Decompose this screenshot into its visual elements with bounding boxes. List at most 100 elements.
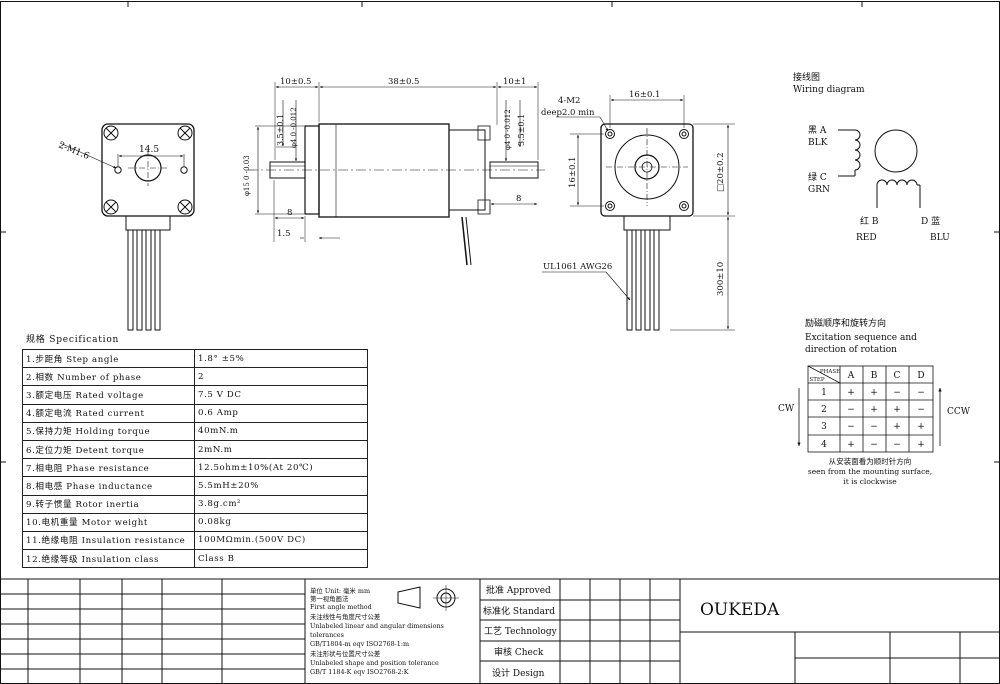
spec-label: 7.相电阻 Phase resistance [22,458,195,478]
spec-value: 0.08kg [194,512,368,532]
wiring-title-en: Wiring diagram [793,85,865,95]
front-leads [127,229,161,331]
title-block-grid [0,578,1000,684]
front-hole-label: 2-M1.6 [57,141,91,162]
rear-top-dim: 16±0.1 [629,90,660,100]
cell-1-a: + [847,388,855,398]
wire-d-en: BLU [930,233,950,243]
step-2: 2 [821,405,827,415]
cell-2-d: − [917,405,925,415]
cell-2-b: + [870,405,878,415]
company-name: OUKEDA [700,600,780,620]
step-3: 3 [821,422,827,432]
side-v1-dim: 3.5±0.1 [276,114,285,146]
excitation-title-en1: Excitation sequence and [805,333,917,343]
spec-label: 5.保持力矩 Holding torque [22,421,195,441]
spec-title: 规格 Specification [26,335,120,345]
side-r1-dim: φ4 0 -0.012 [504,109,512,150]
cell-4-a: + [847,440,855,450]
cell-4-d: + [917,440,925,450]
side-bottom-dim-1-5: 1.5 [277,229,291,239]
cell-3-c: + [893,422,901,432]
rear-holes-label: 4-M2 [558,96,580,106]
cw-label: CW [778,404,795,414]
spec-value: 2 [194,367,368,387]
wire-d-cn: D 蓝 [921,215,940,227]
ccw-label: CCW [947,407,971,417]
side-view [248,82,545,266]
side-v3-dim: φ15 0 -0.03 [243,155,251,196]
side-bottom-dim-8: 8 [287,208,292,218]
spec-label: 12.绝缘等级 Insulation class [22,549,195,569]
wiring-diagram [838,129,921,208]
approval-labels: 批准 Approved 标准化 Standard 工艺 Technology 审… [483,584,558,679]
technology-label: 工艺 Technology [484,626,558,637]
rear-left-dim: 16±0.1 [568,157,578,188]
cell-3-b: − [870,422,878,432]
wire-b-cn: 红 B [860,215,879,227]
standard-label: 标准化 Standard [483,605,555,617]
side-r3-dim: 8 [516,194,521,204]
cell-2-a: − [847,405,855,415]
spec-label: 2.相数 Number of phase [22,367,195,387]
spec-value: Class B [194,549,368,569]
title-block-notes: 单位 Unit: 毫米 mm 第一视角画法 First angle method… [310,586,444,676]
spec-label: 3.额定电压 Rated voltage [22,385,195,405]
front-view [59,123,195,331]
wire-a-en: BLK [808,138,828,148]
spec-value: 5.5mH±20% [194,476,368,496]
spec-label: 1.步距角 Step angle [22,348,195,369]
check-label: 审核 Check [494,646,544,658]
unit-note: 单位 Unit: 毫米 mm [310,586,370,595]
cable-note: UL1061 AWG26 [543,262,612,272]
spec-label: 10.电机重量 Motor weight [22,512,195,532]
step-header: STEP [809,377,824,383]
spec-value: 7.5 V DC [194,385,368,405]
tolerance-standard: GB/T1804-m eqv ISO2768-1:m [310,640,409,648]
rear-depth-label: deep2.0 min [541,108,595,118]
projection-en: First angle method [310,603,372,611]
rotation-note-cn: 从安装面看为顺时针方向 [829,456,912,466]
spec-value: 3.8g.cm² [194,494,368,514]
wire-c-cn: 绿 C [808,171,827,183]
spec-value: 12.5ohm±10%(At 20℃) [194,458,368,478]
spec-value: 2mN.m [194,439,368,460]
spec-label: 11.绝缘电阻 Insulation resistance [22,530,195,551]
spec-value: 0.6 Amp [194,403,368,423]
cell-4-c: − [893,440,901,450]
tolerance-cn: 未注线性与角度尺寸公差 [310,612,380,621]
wire-c-en: GRN [808,185,830,195]
cell-4-b: − [870,440,878,450]
front-width-label: 14.5 [139,145,159,155]
spec-label: 6.定位力矩 Detent torque [22,439,195,460]
phase-header: PHASE [820,369,840,375]
excitation-grid [797,365,942,453]
cable-length-dim: 300±10 [716,262,726,296]
col-header-a: A [847,371,855,381]
wiring-title-cn: 接线图 [793,71,820,83]
geometric-cn: 未注形状与位置尺寸公差 [310,649,380,658]
step-1: 1 [821,388,827,398]
rotation-note-en1: seen from the mounting surface, [808,467,932,476]
spec-label: 8.相电感 Phase inductance [22,476,195,496]
front-corner-screws [103,125,193,215]
side-top-right-dim: 10±1 [503,77,526,87]
geometric-standard: GB/T 1184-K eqv ISO2768-2:K [310,668,409,676]
spec-value: 1.8° ±5% [194,348,368,369]
excitation-title-en2: direction of rotation [805,345,897,355]
spec-value: 40mN.m [194,421,368,441]
side-r2-dim: 3.5±0.1 [517,114,526,146]
rear-view [542,95,735,331]
